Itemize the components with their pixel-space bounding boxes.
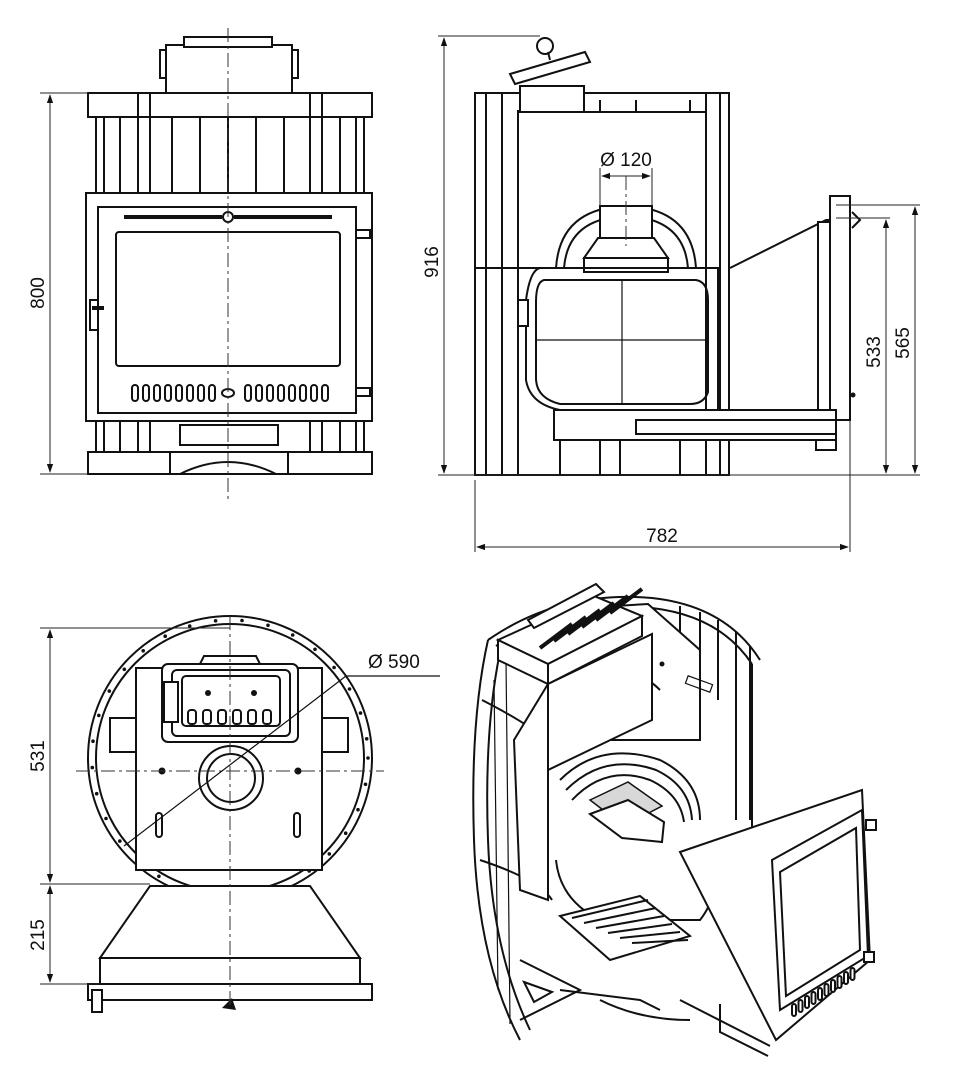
rivet bbox=[91, 739, 95, 743]
hatch-slot bbox=[187, 709, 197, 725]
dim-533-label: 533 bbox=[864, 336, 885, 368]
floor-bar bbox=[583, 907, 657, 924]
rivet bbox=[343, 831, 348, 835]
vent-slot bbox=[299, 384, 307, 402]
vent-slot bbox=[310, 384, 318, 402]
rivet bbox=[118, 839, 122, 843]
top-view bbox=[76, 615, 440, 1013]
rivet bbox=[157, 874, 161, 879]
door-vent bbox=[804, 995, 810, 1009]
rivet bbox=[347, 687, 352, 691]
grate-bar bbox=[566, 608, 602, 636]
rivet bbox=[366, 756, 370, 760]
rivet bbox=[141, 649, 145, 653]
dim-916-label: 916 bbox=[422, 246, 443, 278]
rivet bbox=[163, 634, 167, 638]
rivet bbox=[364, 737, 369, 741]
vent-slot bbox=[197, 384, 205, 402]
grate-bar bbox=[594, 594, 630, 622]
dimension-215: 215 bbox=[28, 885, 100, 985]
hatch-slot bbox=[262, 709, 272, 725]
dim-120-label: Ø 120 bbox=[600, 150, 652, 171]
door-vent bbox=[836, 975, 843, 989]
door-vent bbox=[817, 987, 823, 1001]
door-vent bbox=[843, 971, 849, 985]
door-vent bbox=[830, 979, 836, 993]
vent-slot bbox=[255, 384, 263, 402]
rivet bbox=[187, 624, 192, 628]
rivet bbox=[363, 782, 368, 787]
vent-slot bbox=[186, 384, 194, 402]
dimension-531: 531 bbox=[28, 627, 230, 885]
dimension-800: 800 bbox=[28, 92, 88, 475]
door-vent bbox=[791, 1003, 797, 1017]
rivet bbox=[240, 618, 244, 623]
dimension-590: Ø 590 bbox=[368, 652, 420, 673]
isometric-cutaway-view bbox=[472, 582, 877, 1057]
front-view bbox=[85, 28, 373, 500]
floor-bar bbox=[607, 923, 673, 934]
door-vent bbox=[810, 991, 817, 1005]
dimension-782: 782 bbox=[474, 420, 851, 552]
hatch-slot bbox=[202, 709, 212, 725]
floor-bar bbox=[631, 939, 689, 944]
dim-531-label: 531 bbox=[28, 740, 49, 772]
rivet bbox=[327, 852, 332, 856]
rivet bbox=[332, 665, 336, 670]
dimension-533: 533 bbox=[836, 217, 890, 474]
floor-bar bbox=[619, 931, 681, 939]
vent-slot bbox=[164, 384, 172, 402]
dim-215-label: 215 bbox=[28, 919, 49, 951]
hatch-slot bbox=[217, 709, 227, 725]
side-view bbox=[474, 37, 862, 476]
hatch-slot bbox=[247, 709, 257, 725]
floor-bar bbox=[571, 899, 649, 919]
dimension-565: 565 bbox=[836, 204, 920, 474]
vent-slot bbox=[153, 384, 161, 402]
rivet bbox=[266, 623, 270, 628]
vent-slot bbox=[266, 384, 274, 402]
vent-slot bbox=[288, 384, 296, 402]
grate-bar bbox=[552, 615, 588, 643]
rivet bbox=[94, 791, 99, 796]
rivet bbox=[313, 647, 317, 652]
vent-slot bbox=[244, 384, 252, 402]
dim-800-label: 800 bbox=[28, 277, 49, 309]
dim-782-label: 782 bbox=[646, 526, 678, 547]
vent-slot bbox=[321, 384, 329, 402]
grate-bar bbox=[608, 587, 644, 615]
door-vent bbox=[823, 983, 830, 997]
rivet bbox=[97, 713, 101, 718]
rivet bbox=[122, 667, 127, 672]
rivet bbox=[290, 633, 295, 637]
rivet bbox=[104, 816, 108, 821]
vent-slot bbox=[277, 384, 285, 402]
rivet bbox=[213, 619, 218, 623]
vent-slot bbox=[208, 384, 216, 402]
dim-565-label: 565 bbox=[893, 327, 914, 359]
dimension-flue-120: Ø 120 bbox=[599, 150, 653, 206]
vent-slot bbox=[142, 384, 150, 402]
dim-590-label: Ø 590 bbox=[368, 652, 420, 673]
floor-bar bbox=[595, 915, 665, 929]
rivet bbox=[90, 765, 95, 770]
door-vent bbox=[797, 999, 804, 1013]
rivet bbox=[358, 711, 363, 715]
grate-bar bbox=[580, 601, 616, 629]
vent-slot bbox=[131, 384, 139, 402]
door-vent bbox=[849, 967, 856, 981]
rivet bbox=[107, 689, 112, 693]
vent-slot bbox=[175, 384, 183, 402]
grate-bar bbox=[538, 622, 574, 650]
rivet bbox=[356, 807, 360, 812]
dimension-916: 916 bbox=[422, 35, 920, 476]
hatch-slot bbox=[232, 709, 242, 725]
